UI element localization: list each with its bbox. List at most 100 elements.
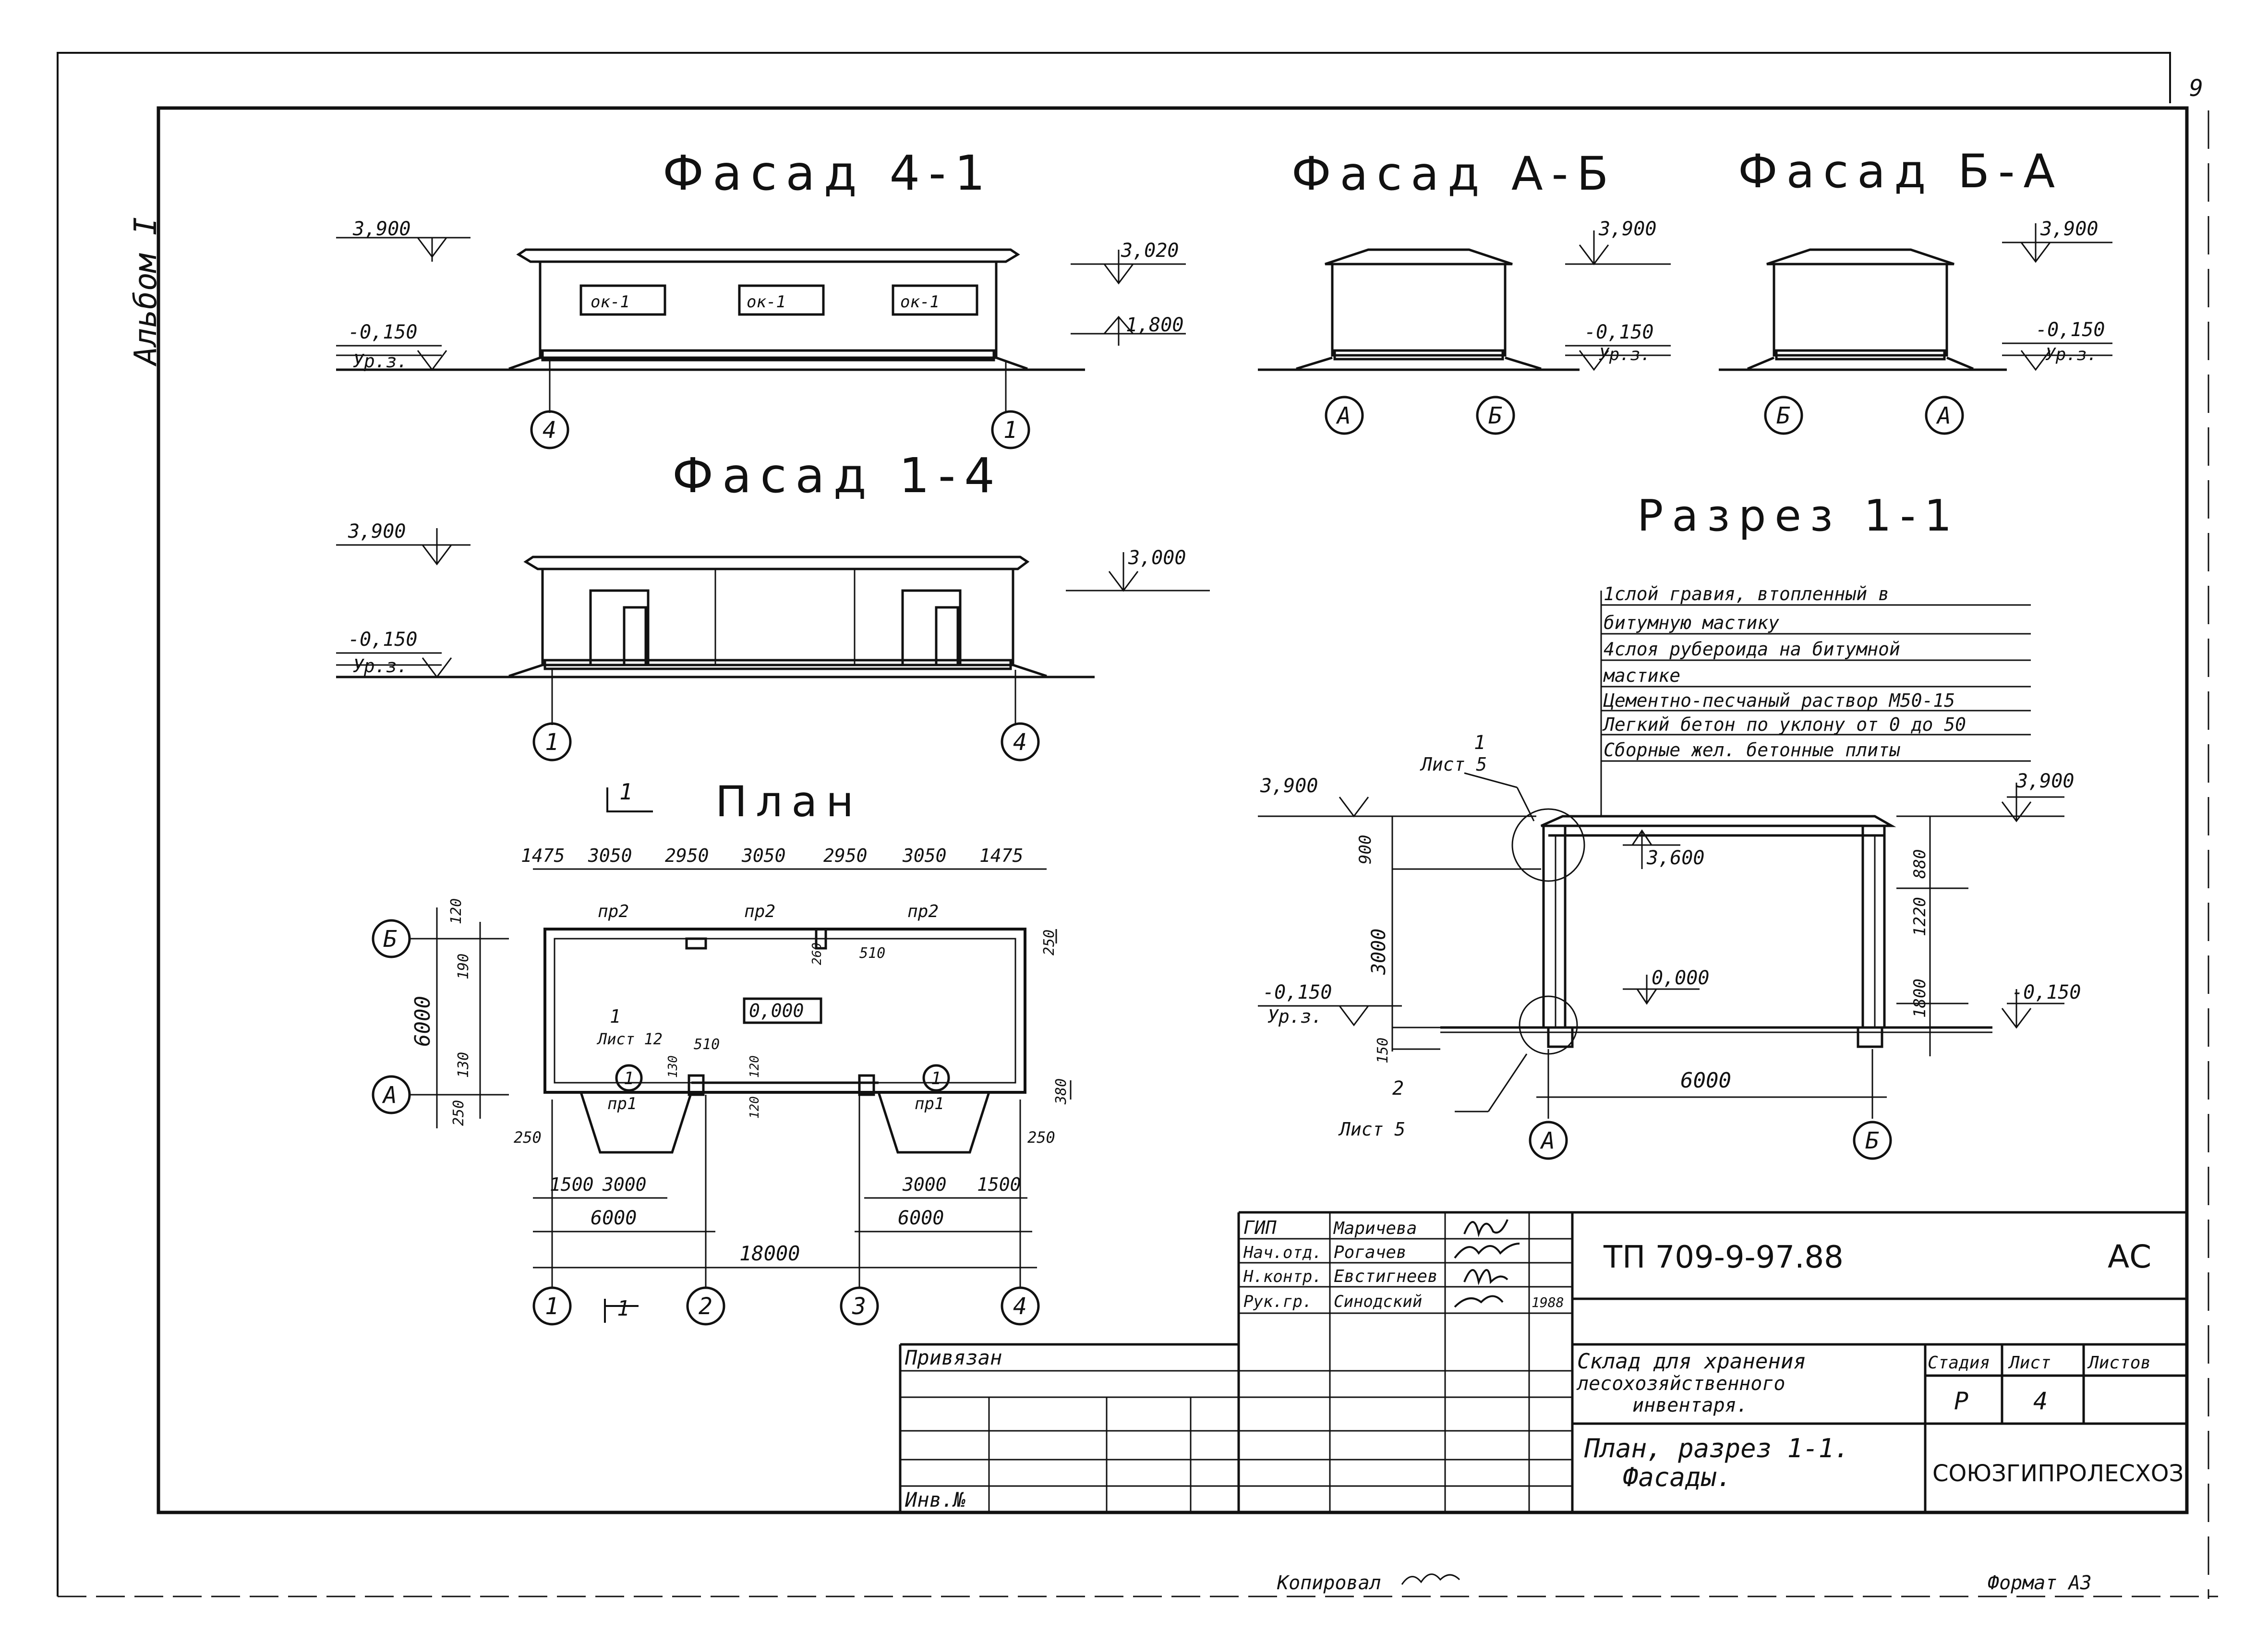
- plan-bottom-dim: 1500: [977, 1174, 1021, 1195]
- fab-level-top: 3,900: [1598, 218, 1656, 240]
- plan-side-dim: 250: [1027, 1128, 1055, 1147]
- plan-half-dim: 6000: [898, 1207, 944, 1229]
- facade-a-b-title: Фасад А-Б: [1291, 147, 1617, 201]
- sec-right-dim: 1800: [1910, 979, 1930, 1018]
- axis-marker: 1: [1003, 417, 1017, 444]
- f14-level-ground: -0,150: [348, 629, 418, 651]
- axis-marker: 1: [545, 1293, 559, 1320]
- axis-marker: А: [382, 1082, 397, 1109]
- sec-span: 6000: [1680, 1068, 1731, 1093]
- axis-marker: А: [1540, 1127, 1555, 1154]
- sec-level-ceiling: 3,600: [1646, 847, 1704, 869]
- facade-4-1: Фасад 4-1: [336, 145, 1186, 449]
- node-bottom-ref: 2: [1392, 1077, 1404, 1100]
- axis-marker: А: [1936, 402, 1951, 429]
- sec-ground-label: Ур.з.: [1267, 1006, 1322, 1027]
- axis-marker: 4: [1013, 1293, 1027, 1320]
- person-name: Евстигнеев: [1334, 1267, 1438, 1286]
- plan-title: План: [715, 777, 862, 826]
- sheet-name-line: План, разрез 1-1.: [1584, 1433, 1850, 1463]
- roof-layer: Легкий бетон по уклону от 0 до 50: [1602, 714, 1966, 735]
- plan-door-mark: пр1: [915, 1094, 944, 1113]
- plan-left-dim: 190: [455, 954, 472, 979]
- cut-mark: 1: [619, 779, 633, 805]
- plan-circle-mark: 1: [624, 1069, 634, 1088]
- sec-left-dim: 900: [1356, 835, 1375, 864]
- f41-level-window-sill: 1,800: [1126, 314, 1183, 336]
- section-1-1: Разрез 1-1 1слой гравия, втопленный в би…: [1258, 491, 2081, 1160]
- role-label: Н.контр.: [1243, 1267, 1322, 1286]
- plan-inner-dim: 120: [748, 1055, 762, 1078]
- roof-layer: Сборные жел. бетонные плиты: [1604, 739, 1900, 761]
- plan-opening: пр2: [907, 902, 939, 921]
- plan: План: [372, 777, 1072, 1326]
- axis-marker: 4: [543, 417, 556, 444]
- role-label: Нач.отд.: [1243, 1243, 1322, 1262]
- plan-top-dim: 3050: [902, 845, 947, 866]
- plan-top-dim: 1475: [521, 845, 565, 866]
- project-name-line: лесохозяйственного: [1576, 1373, 1785, 1395]
- fba-level-ground: -0,150: [2036, 319, 2105, 341]
- plan-door-mark: пр1: [607, 1094, 637, 1113]
- window-label: ок-1: [747, 292, 786, 312]
- person-name: Синодский: [1334, 1292, 1422, 1311]
- axis-marker: Б: [383, 926, 397, 953]
- f14-level-door-top: 3,000: [1128, 547, 1186, 569]
- f41-level-window-top: 3,020: [1121, 240, 1179, 262]
- plan-top-dim: 1475: [979, 845, 1024, 866]
- sheet-header: Лист: [2008, 1353, 2051, 1373]
- copier-signature: [1401, 1573, 1460, 1585]
- sec-level-ground-right: -0,150: [2012, 981, 2081, 1003]
- role-label: ГИП: [1243, 1217, 1277, 1238]
- sheets-header: Листов: [2087, 1353, 2151, 1373]
- plan-total-dim: 18000: [739, 1242, 800, 1265]
- plan-top-dim: 3050: [588, 845, 632, 866]
- plan-inner-dim: 510: [694, 1036, 720, 1053]
- project-code: ТП 709-9-97.88: [1603, 1240, 1844, 1275]
- organization: СОЮЗГИПРОЛЕСХОЗ: [1932, 1460, 2184, 1487]
- plan-right-dim: 380: [1053, 1078, 1070, 1105]
- node-bottom-sheet: Лист 5: [1338, 1119, 1405, 1140]
- plan-inner-dim: 130: [666, 1055, 680, 1078]
- plan-top-dim: 2950: [665, 845, 709, 866]
- window-label: ок-1: [591, 292, 630, 312]
- axis-marker: Б: [1776, 402, 1790, 429]
- plan-left-dim: 250: [450, 1100, 467, 1126]
- role-label: Рук.гр.: [1243, 1292, 1312, 1311]
- sec-level-ground-left: -0,150: [1263, 981, 1332, 1003]
- plan-node-sheet: Лист 12: [596, 1030, 663, 1048]
- axis-marker: Б: [1865, 1127, 1879, 1154]
- plan-bottom-dim: 3000: [602, 1174, 647, 1195]
- facade-b-a-title: Фасад Б-А: [1738, 145, 2063, 198]
- plan-side-dim: 250: [514, 1128, 542, 1147]
- title-block: ТП 709-9-97.88 АС ГИП Нач.отд. Н.контр. …: [899, 1211, 2187, 1512]
- plan-right-dim: 250: [1041, 930, 1058, 955]
- node-top-ref: 1: [1474, 732, 1485, 754]
- window-label: ок-1: [900, 292, 940, 312]
- axis-marker: 1: [545, 729, 559, 756]
- sec-right-dim: 880: [1910, 849, 1930, 879]
- roof-layer: 1слой гравия, втопленный в: [1604, 583, 1889, 604]
- plan-left-dim: 120: [448, 898, 465, 924]
- f41-ground-label: Ур.з.: [353, 351, 408, 372]
- sec-level-top-left: 3,900: [1260, 775, 1318, 797]
- fba-level-top: 3,900: [2040, 218, 2098, 240]
- plan-left-dim: 130: [455, 1052, 472, 1078]
- sheet-name-line: Фасады.: [1623, 1462, 1732, 1492]
- sheet-value: 4: [2033, 1387, 2048, 1415]
- f14-level-top: 3,900: [348, 520, 406, 543]
- project-name-line: Склад для хранения: [1577, 1349, 1806, 1374]
- project-mark: АС: [2108, 1238, 2151, 1275]
- roof-layer: битумную мастику: [1604, 612, 1779, 633]
- cut-mark-bottom: 1: [617, 1296, 630, 1321]
- sec-level-floor: 0,000: [1652, 967, 1709, 989]
- plan-inner-dim: 510: [859, 945, 885, 962]
- section-title: Разрез 1-1: [1637, 491, 1960, 541]
- plan-half-dim: 6000: [591, 1207, 637, 1229]
- sheet-format: Формат А3: [1988, 1572, 2092, 1594]
- inv-label: Инв.№: [905, 1488, 965, 1511]
- facade-a-b: Фасад А-Б 3,900 -0,150 Ур.з. А Б: [1258, 147, 1671, 435]
- f41-level-ground: -0,150: [348, 321, 418, 343]
- roof-layer: Цементно-песчаный раствор М50-15: [1603, 690, 1955, 711]
- plan-bottom-dim: 3000: [902, 1174, 947, 1195]
